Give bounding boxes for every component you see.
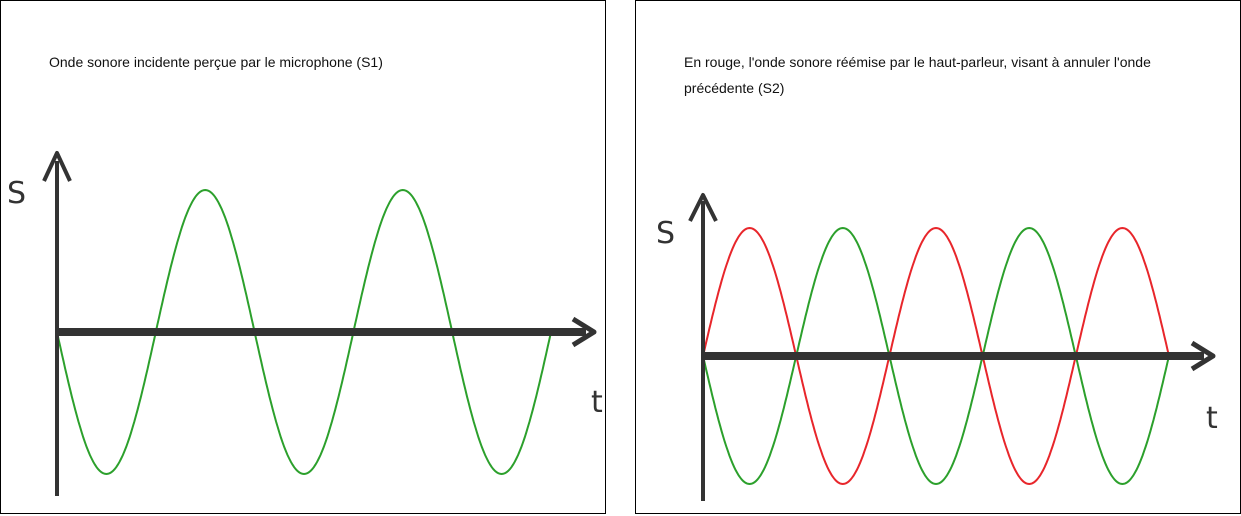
y-axis-label: S: [7, 176, 26, 211]
caption-incident-wave: Onde sonore incidente perçue par le micr…: [49, 54, 383, 70]
x-axis-arrowhead: [571, 316, 597, 348]
plot-incident-wave: S t: [7, 151, 603, 496]
wave-group: [702, 226, 1170, 486]
x-axis-label: t: [1206, 401, 1218, 436]
incident-wave-line: [702, 226, 1170, 486]
wave-group: [56, 188, 552, 476]
y-axis-label: S: [656, 216, 675, 251]
y-axis-arrowhead: [688, 193, 718, 222]
panel-cancelling-wave: En rouge, l'onde sonore réémise par le h…: [635, 0, 1241, 514]
y-axis-arrowhead: [42, 151, 72, 182]
x-axis-arrowhead: [1190, 340, 1216, 372]
plot-cancelling-wave: S t: [656, 193, 1218, 501]
x-axis-label: t: [591, 385, 603, 420]
incident-wave-line: [56, 188, 552, 476]
emitted-wave-line: [702, 226, 1170, 486]
caption-cancelling-wave: En rouge, l'onde sonore réémise par le h…: [684, 54, 1151, 96]
panel-incident-wave: Onde sonore incidente perçue par le micr…: [0, 0, 606, 514]
